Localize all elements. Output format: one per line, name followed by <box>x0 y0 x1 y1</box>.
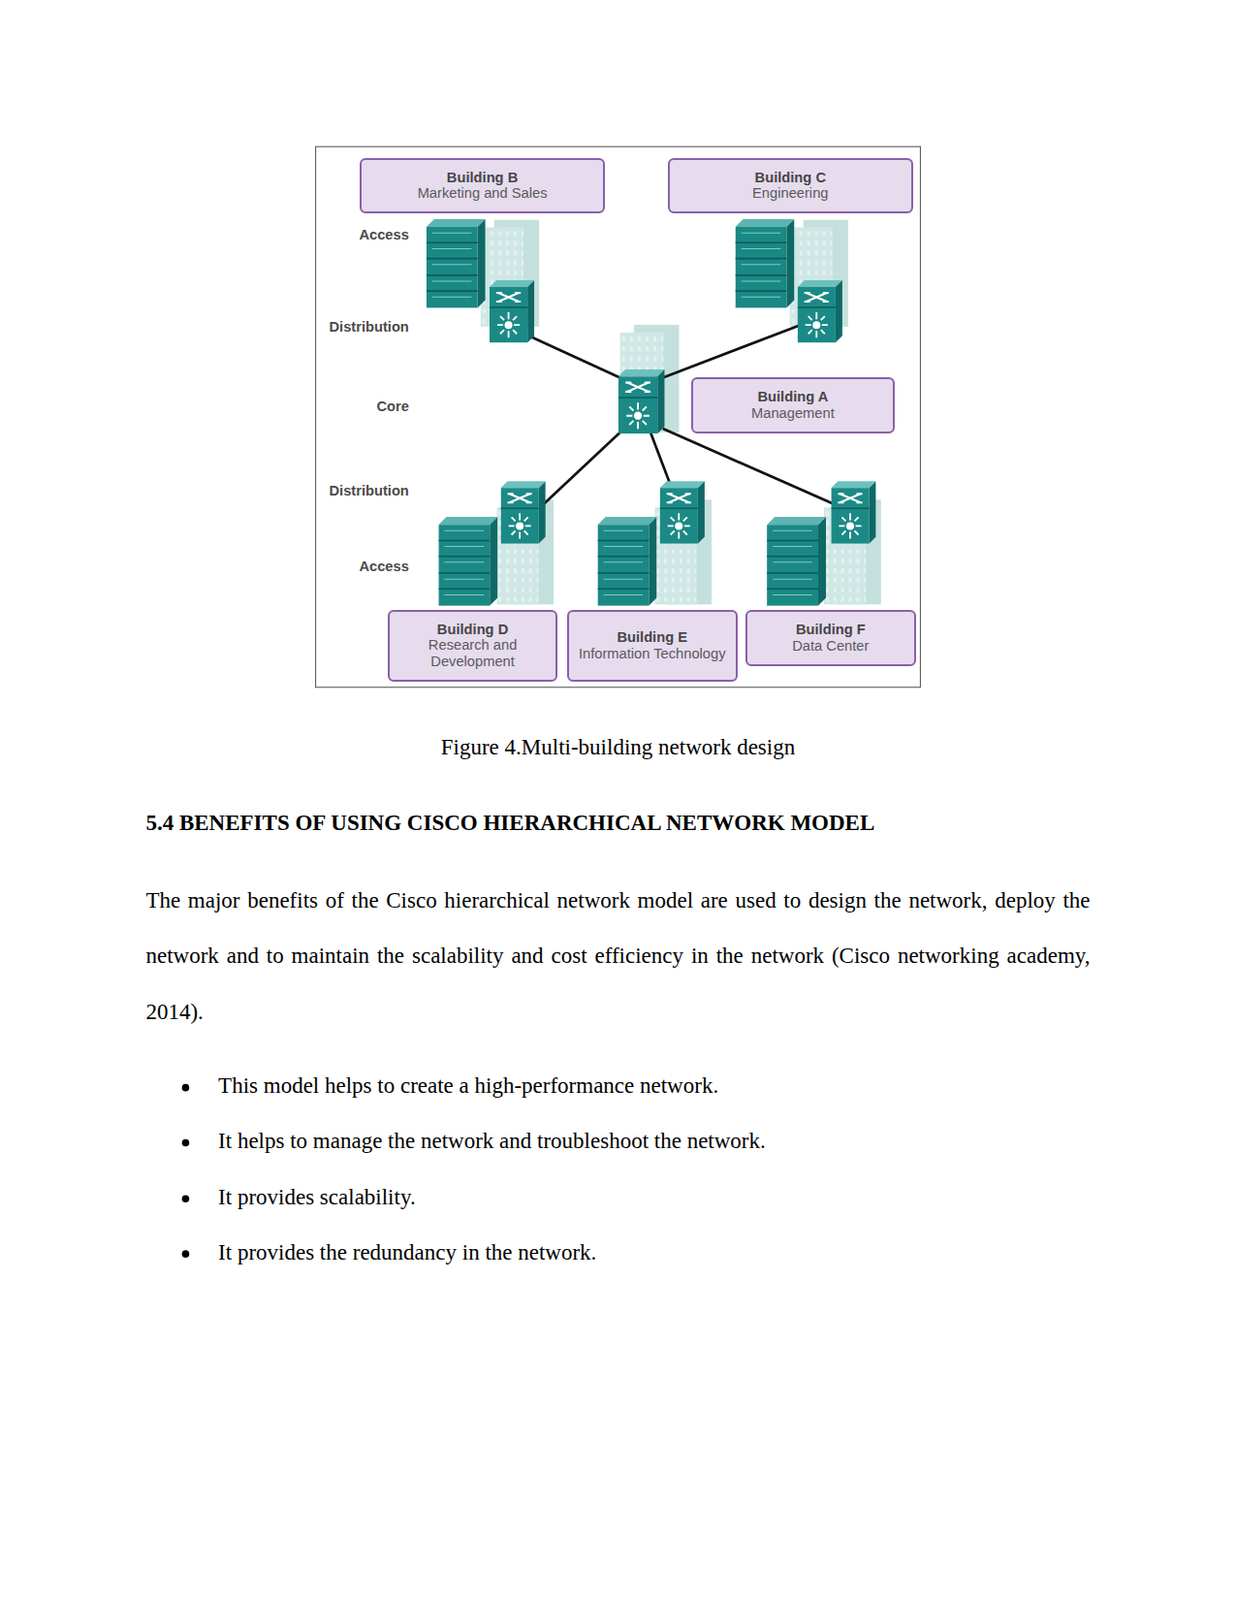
building-box: Building EInformation Technology <box>567 609 738 682</box>
building-name: Building D <box>437 621 508 638</box>
department-name: Data Center <box>792 637 869 655</box>
layer-label: Distribution <box>273 482 410 499</box>
bullet-item: This model helps to create a high-perfor… <box>218 1073 719 1099</box>
department-name: Engineering <box>752 185 828 202</box>
layer-label: Core <box>273 398 410 414</box>
building-name: Building C <box>755 169 826 187</box>
building-box: Building AManagement <box>691 377 894 434</box>
department-name: Management <box>751 405 835 422</box>
figure-caption: Figure 4.Multi-building network design <box>0 734 1236 761</box>
network-links <box>531 324 834 505</box>
department-name: Marketing and Sales <box>417 185 548 202</box>
bullet-dots <box>182 1083 191 1258</box>
building-name: Building B <box>446 169 518 187</box>
layer-label: Access <box>273 226 410 243</box>
body-paragraph: The major benefits of the Cisco hierarch… <box>145 872 1090 1040</box>
building-name: Building A <box>757 388 828 406</box>
section-heading: 5.4 BENEFITS OF USING CISCO HIERARCHICAL… <box>145 810 875 836</box>
building-box: Building CEngineering <box>667 158 913 214</box>
bullet-item: It provides the redundancy in the networ… <box>218 1239 597 1266</box>
department-name: Information Technology <box>578 645 727 663</box>
building-box: Building DResearch and Development <box>387 609 559 682</box>
bullet-item: It helps to manage the network and troub… <box>218 1128 766 1154</box>
layer-label: Access <box>273 558 410 574</box>
building-name: Building F <box>795 621 866 638</box>
layer-label: Distribution <box>273 318 410 335</box>
bullet-item: It provides scalability. <box>218 1184 416 1210</box>
building-box: Building FData Center <box>745 609 917 666</box>
department-name: Research and Development <box>397 636 549 670</box>
building-box: Building BMarketing and Sales <box>359 158 604 214</box>
building-name: Building E <box>616 629 688 646</box>
